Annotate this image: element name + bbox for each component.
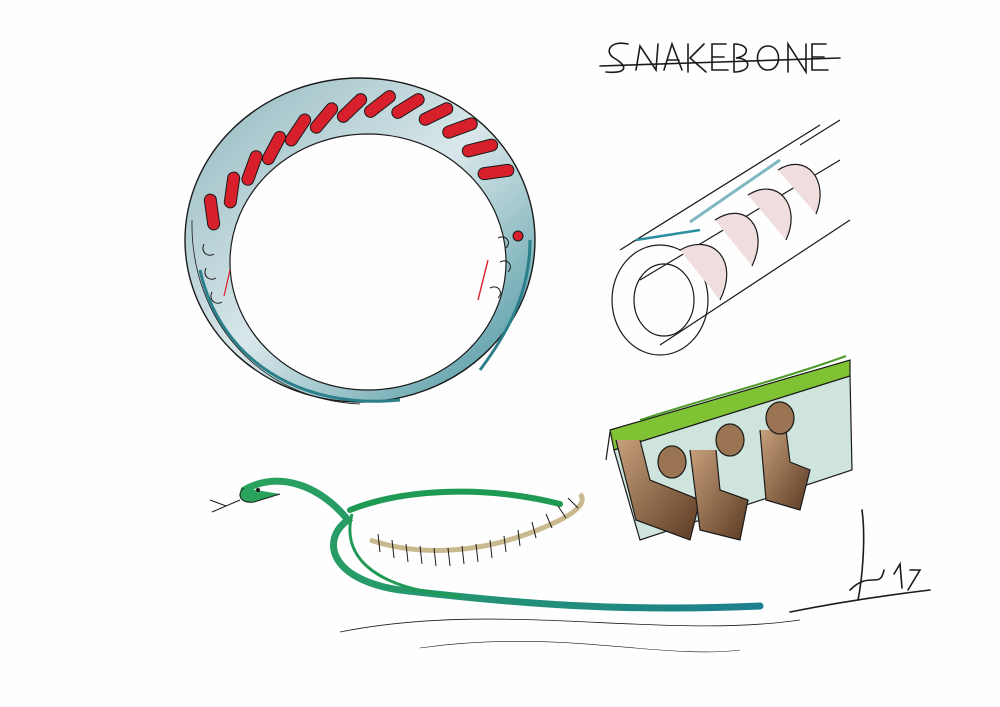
snake-sketch xyxy=(209,477,801,653)
link-chain-sketch xyxy=(611,119,851,356)
clasp-sketch xyxy=(605,355,853,541)
title-lettering xyxy=(599,41,841,75)
ring-sketch xyxy=(184,77,536,405)
artist-signature xyxy=(789,509,931,613)
ring-empty-sockets xyxy=(202,230,524,304)
ring-ruby-links xyxy=(203,90,515,231)
